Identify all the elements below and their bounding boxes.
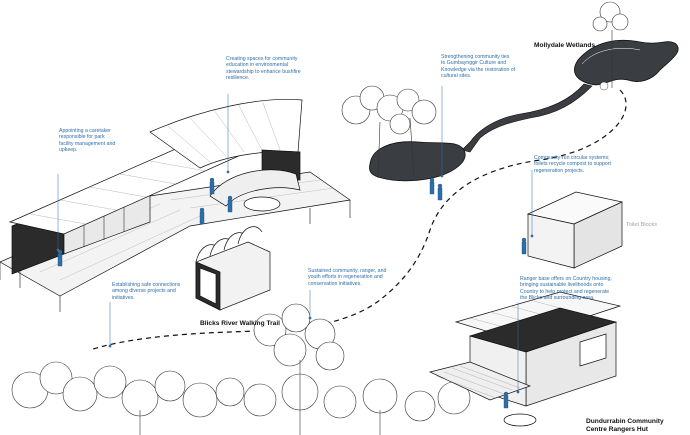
walking-trail-path xyxy=(89,89,627,351)
tree-cluster xyxy=(11,1,629,435)
annotation-safe-connections: Establishing safe connections among dive… xyxy=(112,282,181,301)
people-figures xyxy=(57,81,609,409)
label-rangers-hut: Dundurrabin Community Centre Rangers Hut xyxy=(586,418,664,433)
mollydale-wetland-water xyxy=(574,39,679,86)
label-mollydale-wetlands: Mollydale Wetlands xyxy=(534,42,596,49)
cultural-pond-water xyxy=(369,141,466,182)
label-toilet-blocks: Toilet Blocks xyxy=(626,222,658,228)
label-blicks-river-walking-trail: Blicks River Walking Trail xyxy=(200,320,281,327)
annotation-ranger-base: Ranger base offers on Country housing, b… xyxy=(520,276,612,302)
annotation-culture: Strengthening community ties to Gumbayng… xyxy=(441,54,516,80)
annotation-caretaker: Appointing a caretaker responsible for p… xyxy=(59,128,116,154)
annotation-circular-systems: Community-run circular systems; toilets … xyxy=(534,155,611,174)
community-pavilion xyxy=(0,99,351,312)
rangers-hut xyxy=(428,291,622,427)
annotation-bushfire-education: Creating spaces for community education … xyxy=(226,56,301,82)
greenhouse xyxy=(195,226,271,311)
creek-channel xyxy=(461,83,593,153)
toilet-block xyxy=(526,191,624,269)
annotation-leader-lines xyxy=(56,86,534,394)
annotation-regeneration: Sustained community, ranger, and youth e… xyxy=(308,268,387,287)
